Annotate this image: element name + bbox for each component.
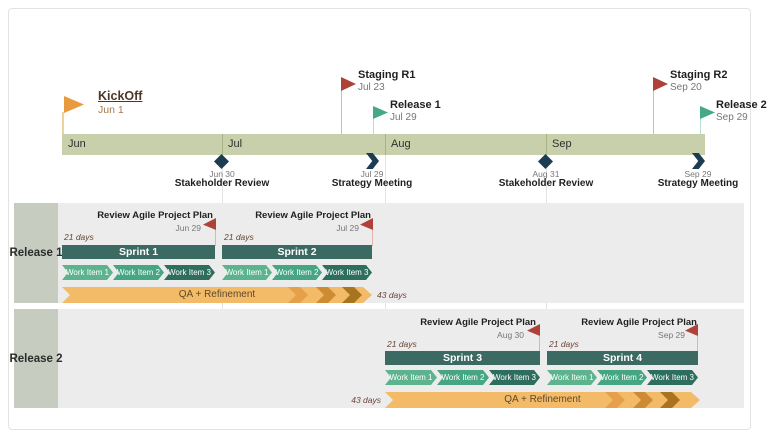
release-1-flag-pole — [373, 118, 374, 134]
milestone-date-stakeholder-review-1: Jun 30 — [209, 169, 235, 179]
milestone-title-release-1: Release 1 — [390, 99, 441, 111]
milestone-title-strategy-meeting-1: Strategy Meeting — [331, 178, 413, 189]
milestone-date-staging-r2: Sep 20 — [670, 82, 702, 93]
sprint-duration-label: 21 days — [549, 339, 579, 349]
work-item-chevron: Work Item 3 — [489, 370, 540, 385]
band-divider — [222, 134, 223, 155]
milestone-date-strategy-meeting-2: Sep 29 — [684, 169, 712, 179]
review-title: Review Agile Project Plan — [255, 210, 371, 221]
qa-bar-label: QA + Refinement — [504, 394, 581, 405]
milestone-date-release-2: Sep 29 — [716, 112, 748, 123]
review-flag-pole — [539, 336, 540, 351]
milestone-title-stakeholder-review-2: Stakeholder Review — [498, 178, 594, 189]
qa-bar-label: QA + Refinement — [178, 289, 256, 300]
review-date: Jul 29 — [336, 223, 359, 233]
milestone-date-release-1: Jul 29 — [390, 112, 417, 123]
qa-chevron-icon — [660, 392, 680, 408]
staging-r2-flag-pole — [653, 90, 654, 134]
qa-refinement-bar: QA + Refinement — [62, 287, 372, 303]
review-flag-pole — [215, 230, 216, 246]
sprint-duration-label: 21 days — [387, 339, 417, 349]
milestone-title-staging-r1: Staging R1 — [358, 69, 416, 81]
chevron-milestone-icon — [692, 153, 705, 169]
diamond-milestone-icon — [214, 154, 229, 169]
work-item-chevron: Work Item 2 — [437, 370, 489, 385]
sprint-duration-label: 21 days — [224, 232, 254, 242]
work-item-chevron: Work Item 2 — [597, 370, 647, 385]
month-label-aug: Aug — [391, 138, 411, 150]
work-item-chevron: Work Item 3 — [164, 265, 215, 280]
sprint-duration-label: 21 days — [64, 232, 94, 242]
staging-r1-flag-pole — [341, 90, 342, 134]
review-flag-pole — [697, 336, 698, 351]
lane-label-box-release-2: Release 2 — [9, 309, 63, 408]
qa-duration-label: 43 days — [351, 395, 381, 405]
milestone-date-strategy-meeting-1: Jul 29 — [360, 169, 384, 179]
month-label-jul: Jul — [228, 138, 243, 150]
sprint-bar: Sprint 2 — [222, 245, 372, 259]
review-title: Review Agile Project Plan — [420, 317, 536, 328]
review-title: Review Agile Project Plan — [581, 317, 697, 328]
qa-chevron-icon — [605, 392, 625, 408]
work-item-chevron: Work Item 1 — [547, 370, 597, 385]
sprint-bar: Sprint 4 — [547, 351, 698, 365]
milestone-title-strategy-meeting-2: Strategy Meeting — [657, 178, 739, 189]
qa-chevron-icon — [316, 287, 336, 303]
qa-refinement-bar: QA + Refinement — [385, 392, 700, 408]
review-date: Sep 29 — [658, 330, 685, 340]
work-item-chevron: Work Item 2 — [272, 265, 322, 280]
chevron-milestone-icon — [366, 153, 379, 169]
review-date: Jun 29 — [175, 223, 201, 233]
work-item-chevron: Work Item 1 — [222, 265, 272, 280]
lane-label-box-release-1: Release 1 — [9, 203, 63, 303]
milestone-title-kickoff: KickOff — [98, 89, 143, 103]
milestone-date-staging-r1: Jul 23 — [358, 82, 385, 93]
month-label-sep: Sep — [552, 138, 572, 150]
review-title: Review Agile Project Plan — [97, 210, 213, 221]
sprint-bar: Sprint 1 — [62, 245, 215, 259]
qa-chevron-icon — [288, 287, 308, 303]
lane-label: Release 2 — [9, 352, 63, 365]
milestone-date-kickoff: Jun 1 — [98, 104, 124, 116]
release-2-flag-pole — [700, 118, 701, 134]
qa-chevron-icon — [633, 392, 653, 408]
milestone-title-release-2: Release 2 — [716, 99, 767, 111]
timeline-band — [62, 134, 705, 155]
lane-label: Release 1 — [9, 247, 63, 259]
milestone-title-stakeholder-review-1: Stakeholder Review — [174, 178, 270, 189]
work-item-chevron: Work Item 1 — [385, 370, 437, 385]
month-label-jun: Jun — [68, 138, 86, 150]
review-flag-pole — [372, 230, 373, 246]
work-item-chevron: Work Item 3 — [322, 265, 372, 280]
qa-chevron-icon — [342, 287, 362, 303]
milestone-title-staging-r2: Staging R2 — [670, 69, 728, 81]
review-date: Aug 30 — [497, 330, 524, 340]
milestone-date-stakeholder-review-2: Aug 31 — [532, 169, 560, 179]
diamond-milestone-icon — [538, 154, 553, 169]
work-item-chevron: Work Item 1 — [62, 265, 113, 280]
work-item-chevron: Work Item 3 — [647, 370, 698, 385]
band-divider — [385, 134, 386, 155]
qa-duration-label: 43 days — [377, 290, 407, 300]
work-item-chevron: Work Item 2 — [113, 265, 164, 280]
kickoff-flag-pole — [62, 112, 64, 134]
sprint-bar: Sprint 3 — [385, 351, 540, 365]
band-divider — [546, 134, 547, 155]
